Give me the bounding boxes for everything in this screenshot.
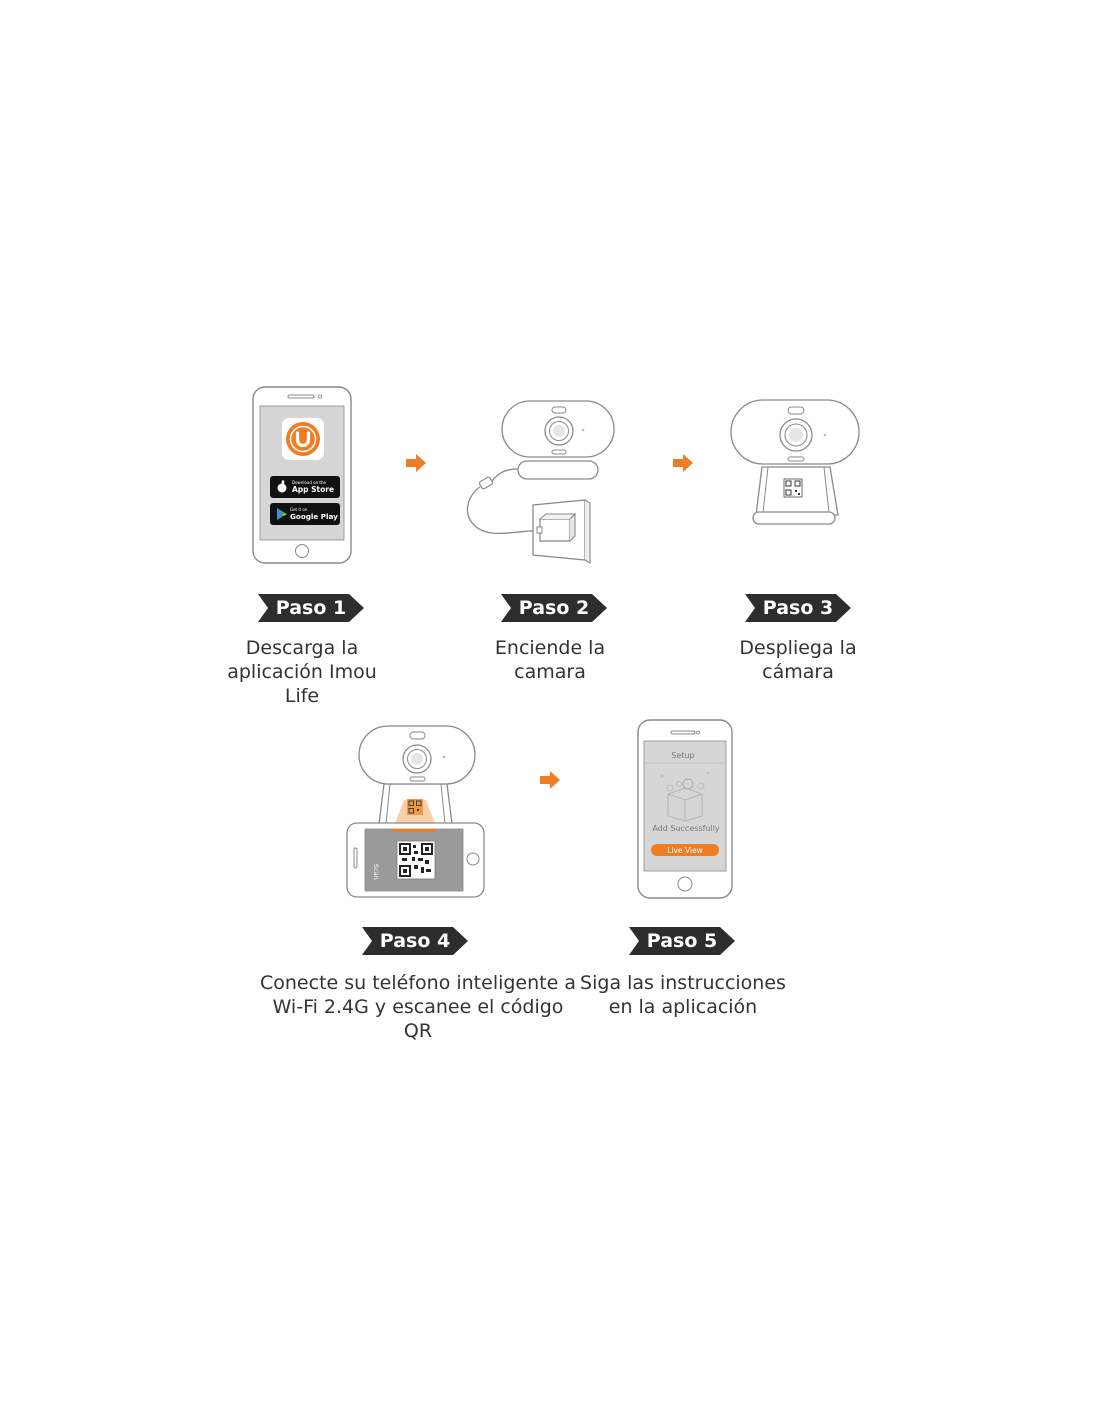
google-play-badge[interactable]: Get it on Google Play [270,503,340,525]
step-1-label: Paso 1 [275,597,347,619]
arrow-right-icon [406,454,426,472]
step-2-label: Paso 2 [518,597,590,619]
caption-line: cámara [762,661,834,683]
step-badge-shape [745,594,851,622]
caption-line: Siga las instrucciones [580,972,786,994]
step1-phone-illustration: Download on the App Store Get it on Goog… [252,386,352,564]
live-view-label: Live View [667,846,703,855]
caption-line: en la aplicación [608,996,758,1018]
step-1-caption: Descarga la aplicación Imou Life [182,636,422,708]
package-icon [661,772,709,822]
step2-camera-power-illustration [466,400,615,564]
imou-app-icon [282,418,324,460]
step-5-label: Paso 5 [646,930,718,952]
caption-line: Descarga la [245,637,359,659]
add-successfully-text: Add Successfully [652,824,720,833]
step-4-label: Paso 4 [379,930,451,952]
app-store-text: App Store [292,485,334,494]
qr-code-icon [783,478,803,498]
step-3-label: Paso 3 [762,597,834,619]
arrow-right-icon [540,771,560,789]
caption-line: QR [403,1020,433,1042]
step-5-badge: Paso 5 [629,927,735,955]
caption-line: Conecte su teléfono inteligente a [260,972,576,994]
step-2-caption: Enciende la camara [430,636,670,684]
caption-line: aplicación Imou [227,661,377,683]
live-view-button[interactable]: Live View [651,844,719,856]
step-4-caption: Conecte su teléfono inteligente a Wi-Fi … [242,971,594,1043]
scan-label: Scan [372,864,380,880]
step-1-badge: Paso 1 [258,594,364,622]
caption-line: Wi-Fi 2.4G y escanee el código [272,996,564,1018]
arrow-right-icon [673,454,693,472]
step-2-badge: Paso 2 [501,594,607,622]
step-badge-shape [362,927,468,955]
app-store-badge[interactable]: Download on the App Store [270,476,340,498]
qr-code-icon [407,799,423,815]
caption-line: Life [284,685,320,707]
step-4-badge: Paso 4 [362,927,468,955]
step-5-caption: Siga las instrucciones en la aplicación [567,971,799,1019]
apple-icon [277,480,287,493]
step3-camera-unfolded-illustration [730,399,860,525]
step-badge-shape [258,594,364,622]
step5-phone-setup-illustration: Setup Add Successfully Live View [637,719,733,899]
app-store-small-text: Download on the [292,480,327,485]
step-3-badge: Paso 3 [745,594,851,622]
step4-scan-qr-illustration: Scan [346,725,485,898]
step-3-caption: Despliega la cámara [678,636,918,684]
google-play-small-text: Get it on [290,507,308,512]
google-play-icon [277,508,287,520]
google-play-text: Google Play [290,512,338,521]
step-badge-shape [629,927,735,955]
caption-line: Despliega la [739,637,857,659]
step-badge-shape [501,594,607,622]
qr-code-icon [396,840,436,880]
caption-line: Enciende la [494,637,606,659]
setup-title: Setup [671,751,694,760]
caption-line: camara [514,661,586,683]
